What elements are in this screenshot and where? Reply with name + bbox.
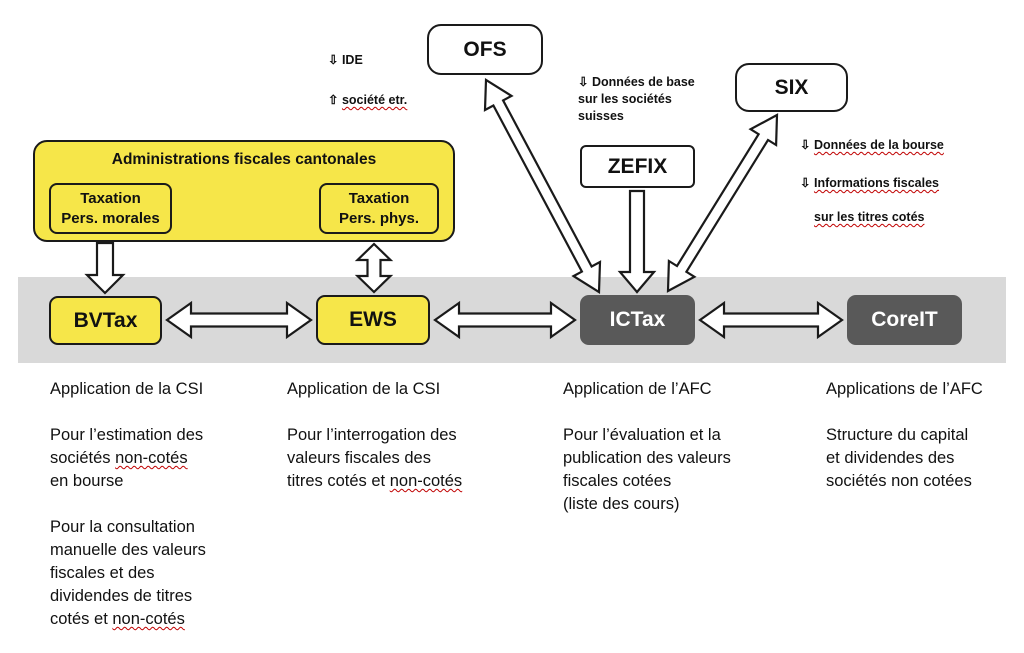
column-ictax-description: Application de l’AFC Pour l’évaluation e…	[563, 378, 731, 516]
column-bvtax-description: Application de la CSI Pour l’estimation …	[50, 378, 206, 631]
misspelled-word: sur les titres cotés	[814, 210, 925, 224]
group-title: Administrations fiscales cantonales	[111, 151, 377, 168]
node-taxation-pers-morales-label: Taxation Pers. morales	[61, 190, 160, 227]
text-line: et dividendes des	[826, 449, 955, 467]
node-bvtax-label: BVTax	[73, 308, 138, 332]
node-ictax: ICTax	[580, 295, 695, 345]
column-coreit-description: Applications de l’AFC Structure du capit…	[826, 378, 983, 493]
note-informations-fiscales: ⇩ Informations fiscales	[800, 175, 944, 192]
misspelled-word: non-cotés	[389, 472, 463, 490]
zefix-flow-note: ⇩ Données de base sur les sociétés suiss…	[578, 75, 695, 123]
text-line: (liste des cours)	[563, 495, 680, 513]
text: cotés et	[50, 610, 113, 628]
misspelled-word: société etr.	[341, 93, 408, 107]
six-flow-note: ⇩ Données de la bourse ⇩ Informations fi…	[800, 120, 944, 243]
text-line: Structure du capital	[826, 426, 969, 444]
node-ofs: OFS	[427, 24, 543, 75]
node-bvtax: BVTax	[49, 296, 162, 345]
text-line: Pour l’évaluation et la	[563, 426, 721, 444]
ofs-flow-note: ⇩ IDE ⇧ société etr.	[328, 30, 407, 130]
column-header: Application de l’AFC	[563, 380, 712, 398]
node-zefix: ZEFIX	[580, 145, 695, 188]
misspelled-word: Données de la bourse	[813, 138, 944, 152]
node-six: SIX	[735, 63, 848, 112]
node-coreit: CoreIT	[847, 295, 962, 345]
text-line: publication des valeurs	[563, 449, 731, 467]
text-line: titres cotés et non-cotés	[287, 470, 462, 493]
node-six-label: SIX	[774, 75, 809, 99]
text-line: sociétés non cotées	[826, 472, 972, 490]
text: titres cotés et	[287, 472, 390, 490]
text-line: dividendes de titres	[50, 587, 193, 605]
node-ictax-label: ICTax	[609, 308, 666, 331]
arrow-down-glyph: ⇩	[800, 138, 811, 152]
misspelled-word: non-cotés	[115, 449, 188, 467]
text-line: en bourse	[50, 472, 124, 490]
node-zefix-label: ZEFIX	[607, 154, 668, 178]
arrow-six-ictax	[666, 113, 779, 293]
column-header: Applications de l’AFC	[826, 380, 983, 398]
note-societe-etr: ⇧ société etr.	[328, 90, 407, 110]
misspelled-word: non-cotés	[112, 610, 185, 628]
node-coreit-label: CoreIT	[871, 308, 938, 331]
text-line: manuelle des valeurs	[50, 541, 206, 559]
node-taxation-pers-morales: Taxation Pers. morales	[49, 183, 172, 234]
column-header: Application de la CSI	[50, 380, 204, 398]
misspelled-word: Informations fiscales	[813, 176, 940, 190]
text-line: Pour la consultation	[50, 518, 195, 536]
group-administrations-cantonales: Administrations fiscales cantonales Taxa…	[33, 140, 455, 242]
node-taxation-pers-phys-label: Taxation Pers. phys.	[338, 190, 420, 227]
text-line: Pour l’interrogation des	[287, 426, 457, 444]
note-donnees-bourse: ⇩ Données de la bourse	[800, 137, 944, 154]
note-ide: ⇩ IDE	[328, 53, 363, 67]
node-ews: EWS	[316, 295, 430, 345]
node-ofs-label: OFS	[463, 37, 507, 61]
arrow-up-glyph: ⇧	[328, 93, 339, 107]
column-header: Application de la CSI	[287, 380, 441, 398]
text-line: Pour l’estimation des	[50, 426, 204, 444]
text-line: cotés et non-cotés	[50, 608, 206, 631]
text-line: fiscales et des	[50, 564, 155, 582]
arrow-down-glyph: ⇩	[800, 176, 811, 190]
text: sociétés	[50, 449, 116, 467]
note-informations-fiscales-2: sur les titres cotés	[800, 209, 944, 226]
text-line: sociétés non-cotés	[50, 447, 206, 470]
column-ews-description: Application de la CSI Pour l’interrogati…	[287, 378, 462, 493]
text-line: valeurs fiscales des	[287, 449, 431, 467]
node-ews-label: EWS	[349, 308, 397, 331]
node-taxation-pers-phys: Taxation Pers. phys.	[319, 183, 439, 234]
text-line: fiscales cotées	[563, 472, 672, 490]
